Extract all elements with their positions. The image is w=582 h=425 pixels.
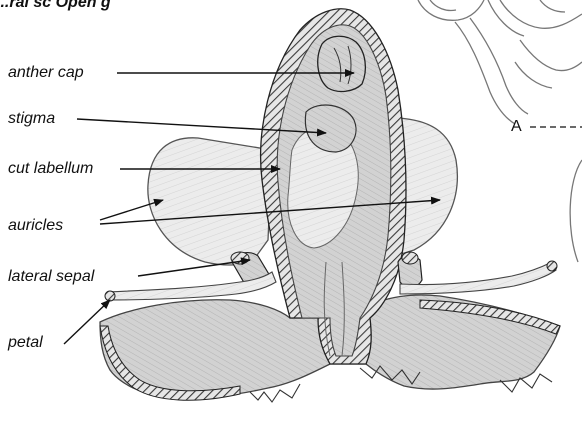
petal-right-cut	[547, 261, 557, 271]
label-auricles: auricles	[8, 217, 63, 235]
label-lateral-sepal: lateral sepal	[8, 268, 94, 286]
adjacent-flower-edge	[570, 160, 582, 262]
left-auricle	[148, 138, 272, 265]
partial-heading: ...ral sc Open g	[0, 0, 111, 12]
petal-right	[400, 262, 556, 294]
label-petal: petal	[8, 334, 43, 352]
label-anther-cap: anther cap	[8, 64, 84, 82]
label-stigma: stigma	[8, 110, 55, 128]
anther-cap	[318, 36, 366, 91]
section-marker-label: A	[511, 118, 522, 136]
label-cut-labellum: cut labellum	[8, 160, 93, 178]
lateral-sepal-right-cut	[402, 252, 418, 264]
leader-lateral-sepal	[138, 260, 250, 276]
petal-left-cut	[105, 291, 115, 301]
background-flower-sketch	[418, 0, 582, 124]
